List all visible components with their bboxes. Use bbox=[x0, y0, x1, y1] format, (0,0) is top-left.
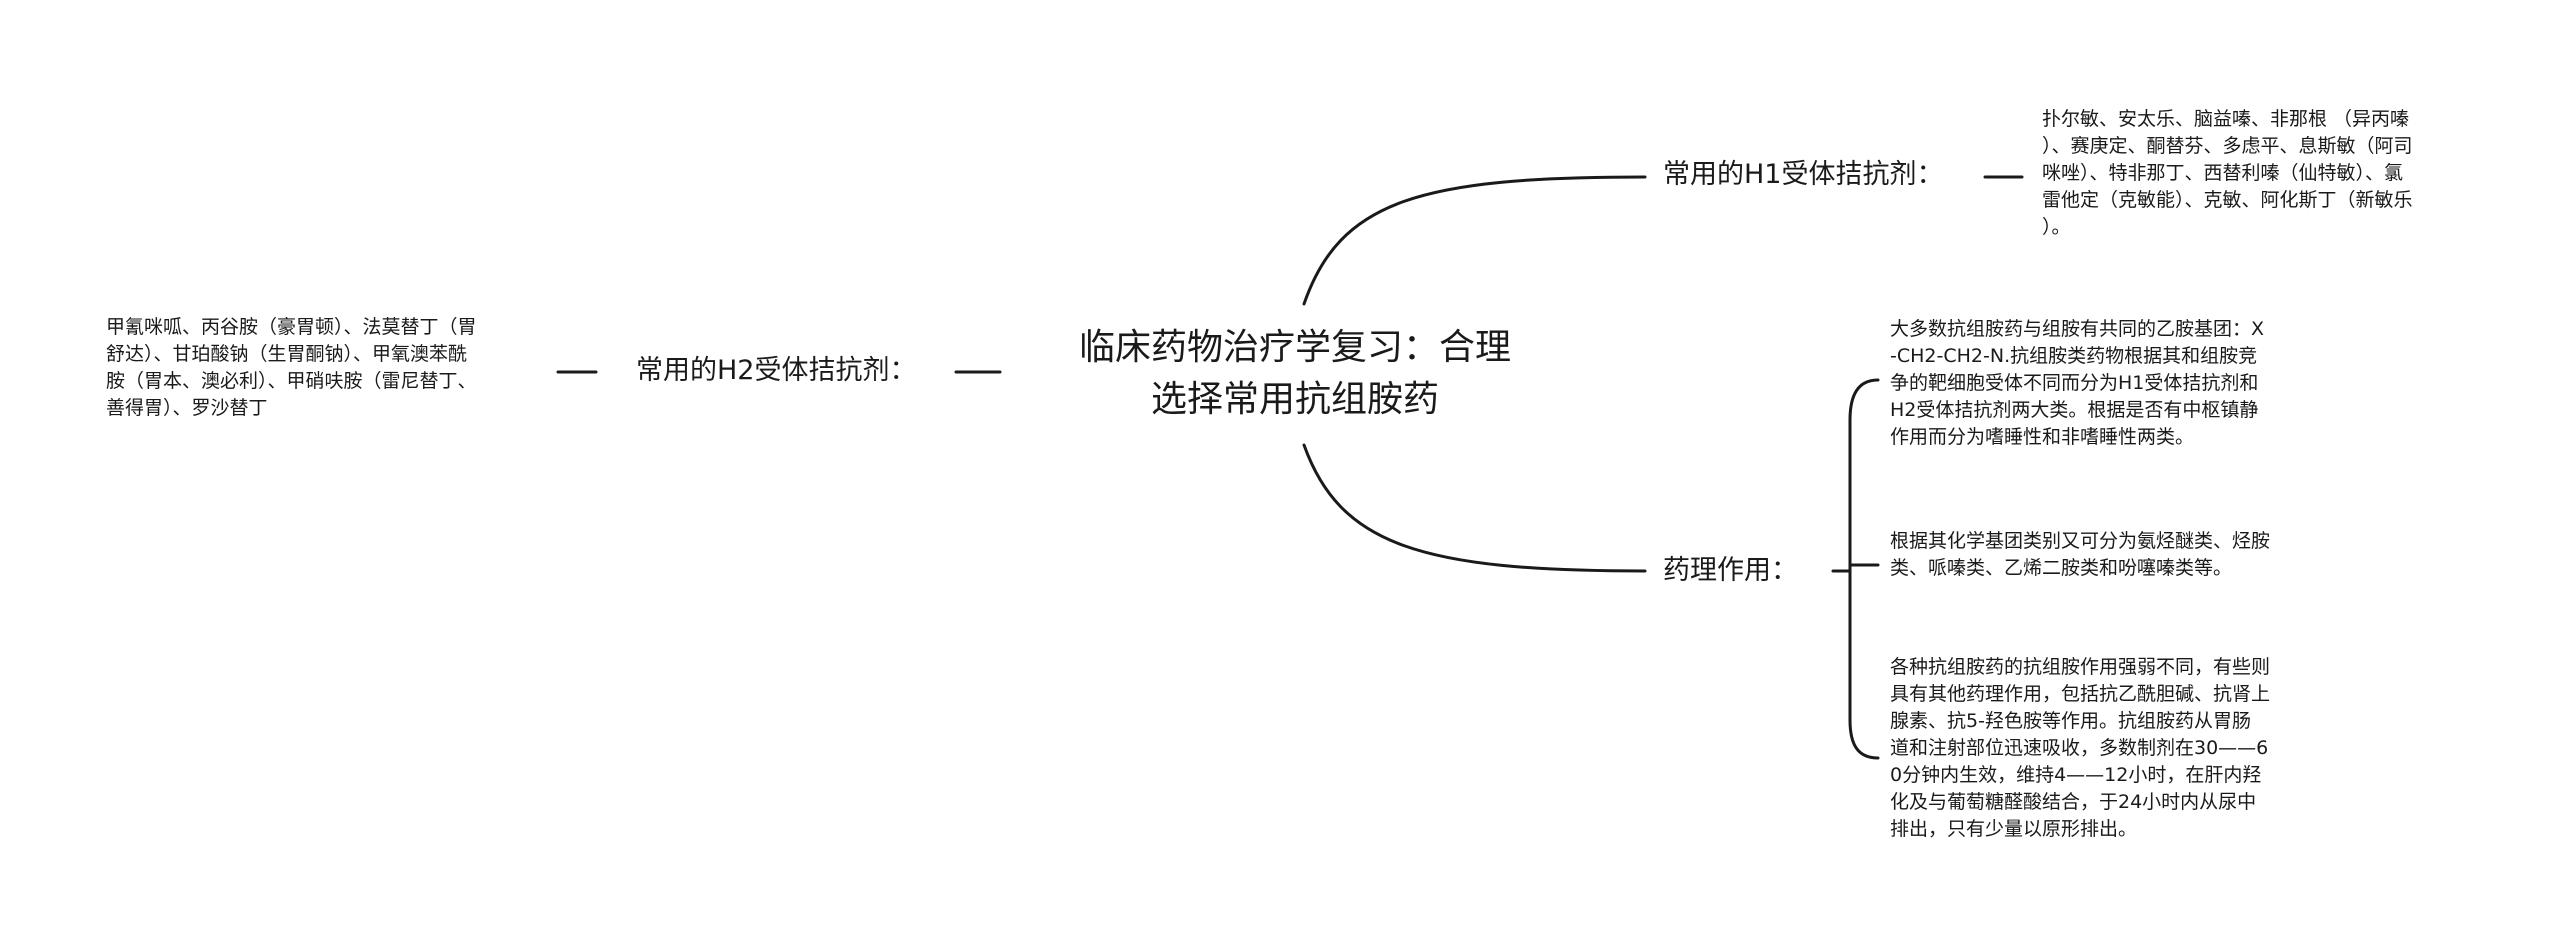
leaf-pharmacology-classification[interactable]: 大多数抗组胺药与组胺有共同的乙胺基团：X -CH2-CH2-N.抗组胺类药物根据… bbox=[1890, 318, 2265, 448]
leaf-h2-drug-list[interactable]: 甲氰咪呱、丙谷胺（豪胃顿）、法莫替丁（胃 舒达）、甘珀酸钠（生胃酮钠）、甲氧澳苯… bbox=[106, 316, 477, 419]
leaf-h1-drug-list[interactable]: 扑尔敏、安太乐、脑益嗪、非那根 （异丙嗪 ）、赛庚定、酮替芬、多虑平、息斯敏（阿… bbox=[2042, 108, 2413, 238]
connector-pharmacology-bracket bbox=[1848, 378, 1880, 760]
branch-h2-antagonists[interactable]: 常用的H2受体拮抗剂： bbox=[636, 355, 917, 386]
branch-pharmacology[interactable]: 药理作用： bbox=[1663, 555, 1798, 586]
branch-h1-antagonists[interactable]: 常用的H1受体拮抗剂： bbox=[1663, 159, 1944, 190]
connector-root-h1 bbox=[1302, 175, 1647, 306]
leaf-pharmacology-chemical-groups[interactable]: 根据其化学基团类别又可分为氨烃醚类、烃胺 类、哌嗪类、乙烯二胺类和吩噻嗪类等。 bbox=[1890, 530, 2271, 579]
leaf-pharmacology-absorption[interactable]: 各种抗组胺药的抗组胺作用强弱不同，有些则 具有其他药理作用，包括抗乙酰胆碱、抗肾… bbox=[1890, 656, 2271, 840]
root-topic[interactable]: 临床药物治疗学复习：合理选择常用抗组胺药 bbox=[1078, 327, 1511, 420]
connector-root-pharmacology bbox=[1302, 443, 1647, 573]
